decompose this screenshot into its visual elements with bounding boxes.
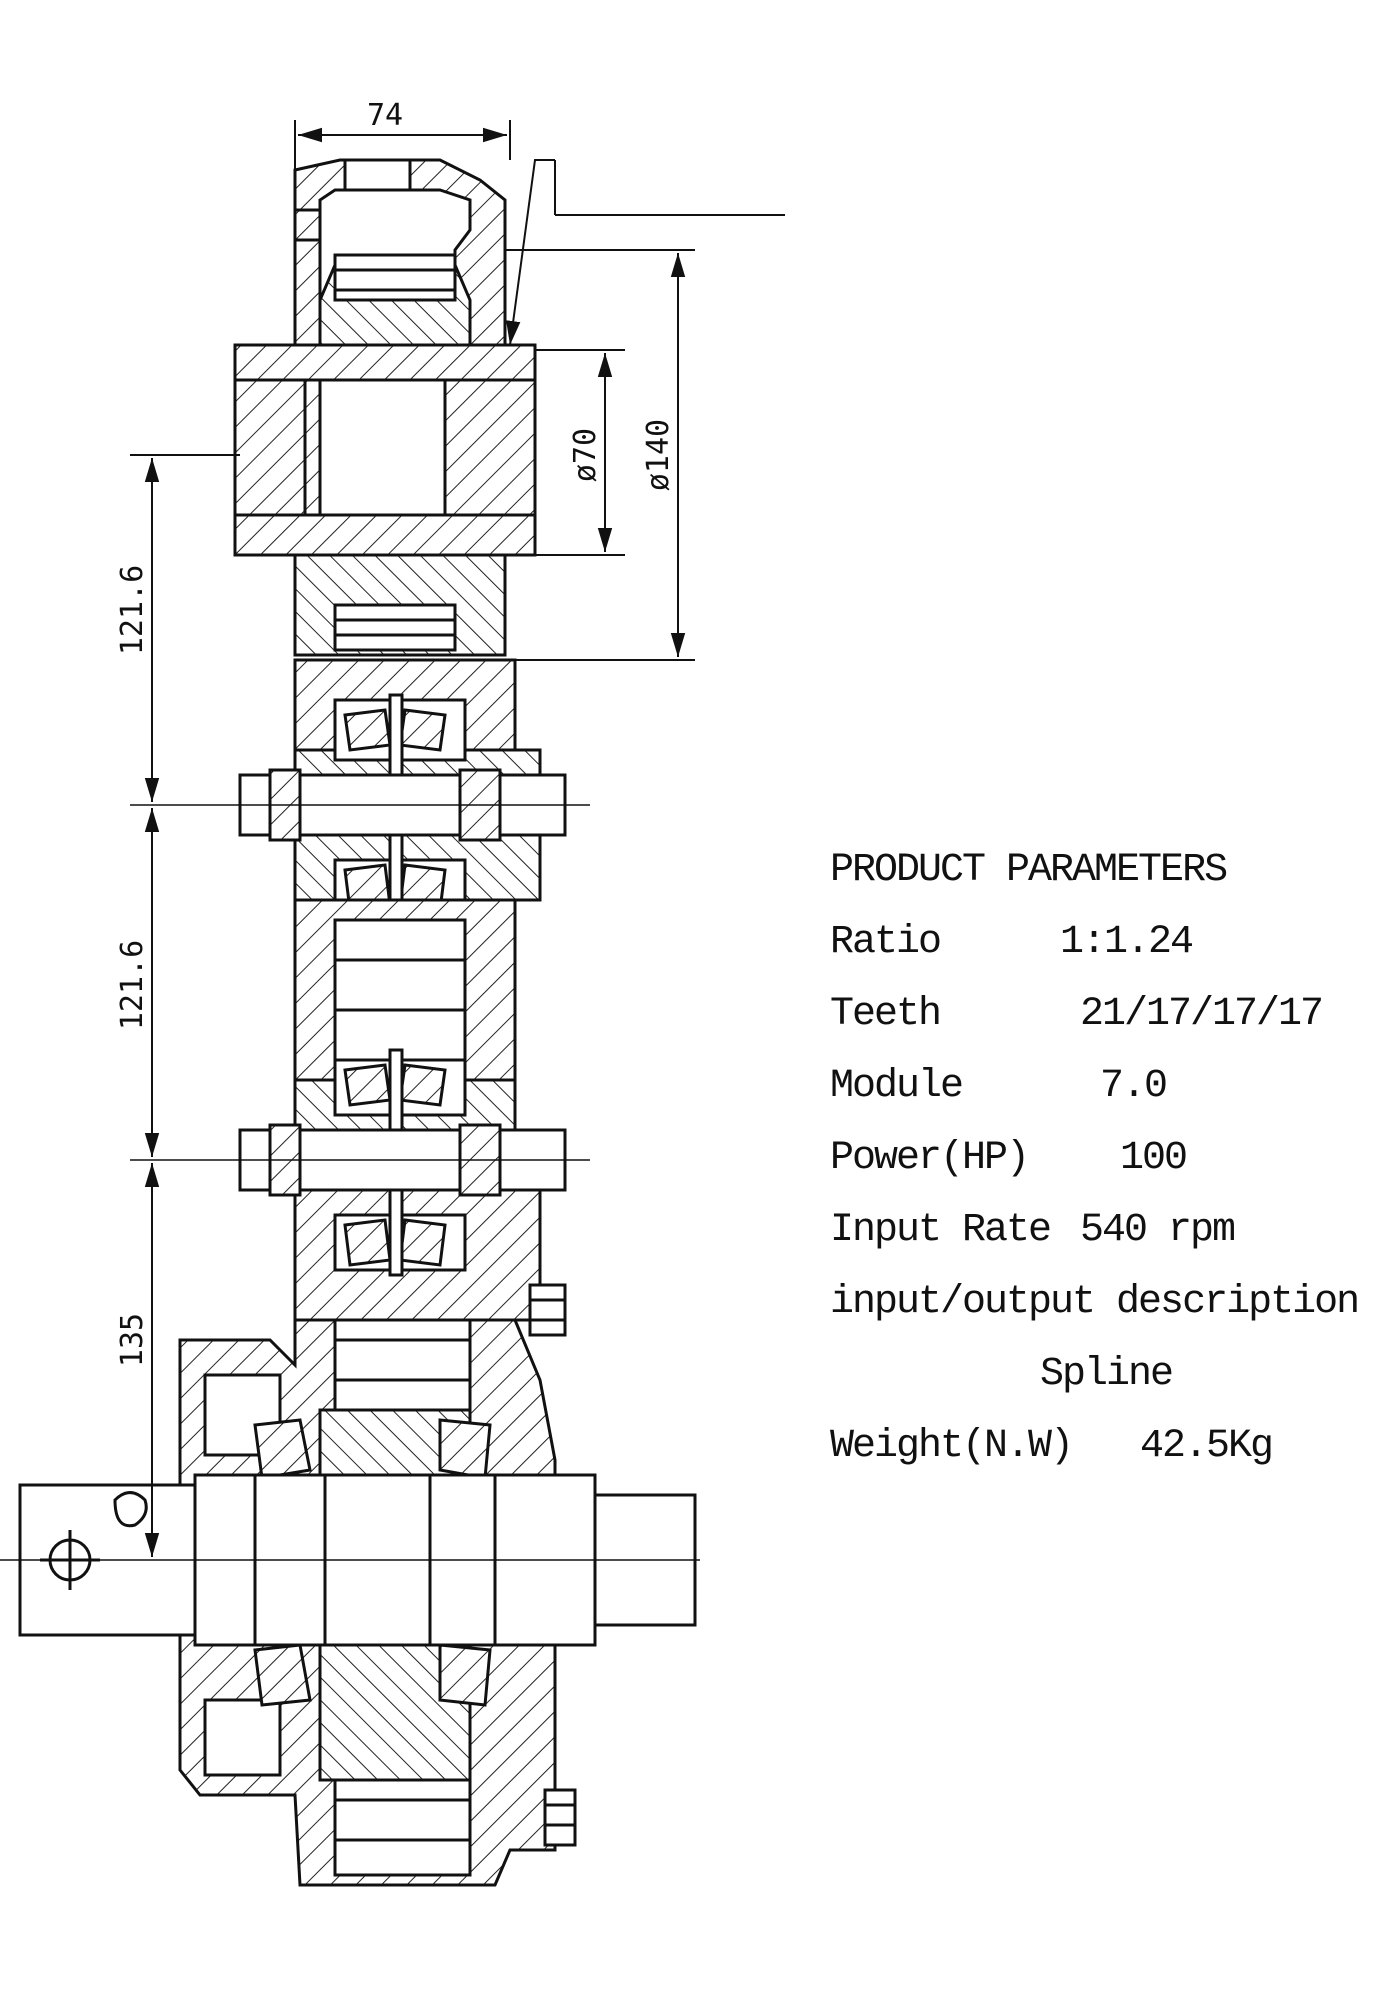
bottom-gear [318,1408,472,1782]
centre-lines [0,804,700,1561]
param-row-teeth: Teeth 21/17/17/17 [830,979,1350,1051]
dimension-lines [130,120,695,1557]
param-row-ratio: Ratio 1:1.24 [830,907,1350,979]
middle-housing [293,898,517,1082]
param-label: Power(HP) [830,1136,1030,1181]
param-label: Ratio [830,920,942,965]
dim-bore-dia: ø70 [568,428,603,482]
param-row-spline: Spline [830,1339,1350,1411]
param-label: Module [830,1064,964,1109]
dim-spacing-2: 121.6 [115,940,150,1030]
bearing-block-2 [293,1048,542,1322]
param-value: 21/17/17/17 [1080,992,1324,1037]
param-row-weight: Weight(N.W) 42.5Kg [830,1411,1350,1483]
top-shaft-body [293,553,507,657]
bottom-bearings [253,1418,492,1707]
dim-spacing-3: 135 [115,1313,150,1367]
top-gear [318,253,472,347]
param-value: 540 rpm [1080,1208,1236,1253]
leader-lines [506,159,785,346]
dim-spacing-1: 121.6 [115,565,150,655]
param-row-io-description: input/output description [830,1267,1360,1339]
param-label: Weight(N.W) [830,1424,1074,1469]
parameters-heading: PRODUCT PARAMETERS [830,835,1350,907]
product-parameters-panel: PRODUCT PARAMETERS Ratio 1:1.24 Teeth 21… [830,835,1360,1483]
param-row-power: Power(HP) 100 [830,1123,1350,1195]
param-value: 7.0 [1100,1064,1168,1109]
param-label: Input Rate [830,1208,1052,1253]
param-value: 1:1.24 [1060,920,1194,965]
bolt-lower [543,1788,577,1847]
bore-hub [233,343,537,557]
param-row-input-rate: Input Rate 540 rpm [830,1195,1350,1267]
param-label: input/output description [830,1280,1360,1325]
param-label: Teeth [830,992,942,1037]
top-housing [293,158,507,347]
param-value: 100 [1120,1136,1188,1181]
dim-width-top: 74 [367,98,403,133]
param-value: 42.5Kg [1140,1424,1274,1469]
dim-flange-dia: ø140 [641,419,676,491]
param-value: Spline [1040,1352,1174,1397]
parameters-heading-text: PRODUCT PARAMETERS [830,848,1228,893]
bolt-upper [528,1283,567,1337]
param-row-module: Module 7.0 [830,1051,1350,1123]
